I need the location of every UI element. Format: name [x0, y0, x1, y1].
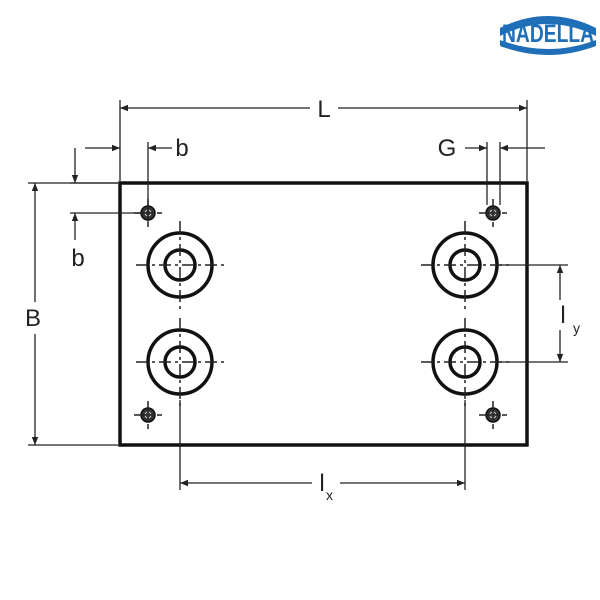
counterbore-circle	[146, 328, 214, 396]
counterbore-circle	[146, 231, 214, 299]
nadella-logo: NADELLA	[500, 16, 596, 55]
plate-outline	[118, 181, 529, 447]
dimension-lines	[28, 100, 568, 490]
label-b-left: b	[71, 245, 84, 272]
label-lx: l	[319, 470, 324, 497]
holes	[134, 199, 509, 429]
label-B: B	[25, 305, 41, 332]
counterbore-circle	[431, 231, 499, 299]
label-ly-sub: y	[573, 320, 580, 336]
label-L: L	[317, 96, 330, 123]
label-G: G	[438, 135, 457, 162]
counterbore-circle	[431, 328, 499, 396]
label-b-top: b	[175, 135, 188, 162]
label-ly: l	[560, 302, 565, 329]
logo-text: NADELLA	[502, 20, 594, 48]
label-lx-sub: x	[326, 487, 333, 503]
